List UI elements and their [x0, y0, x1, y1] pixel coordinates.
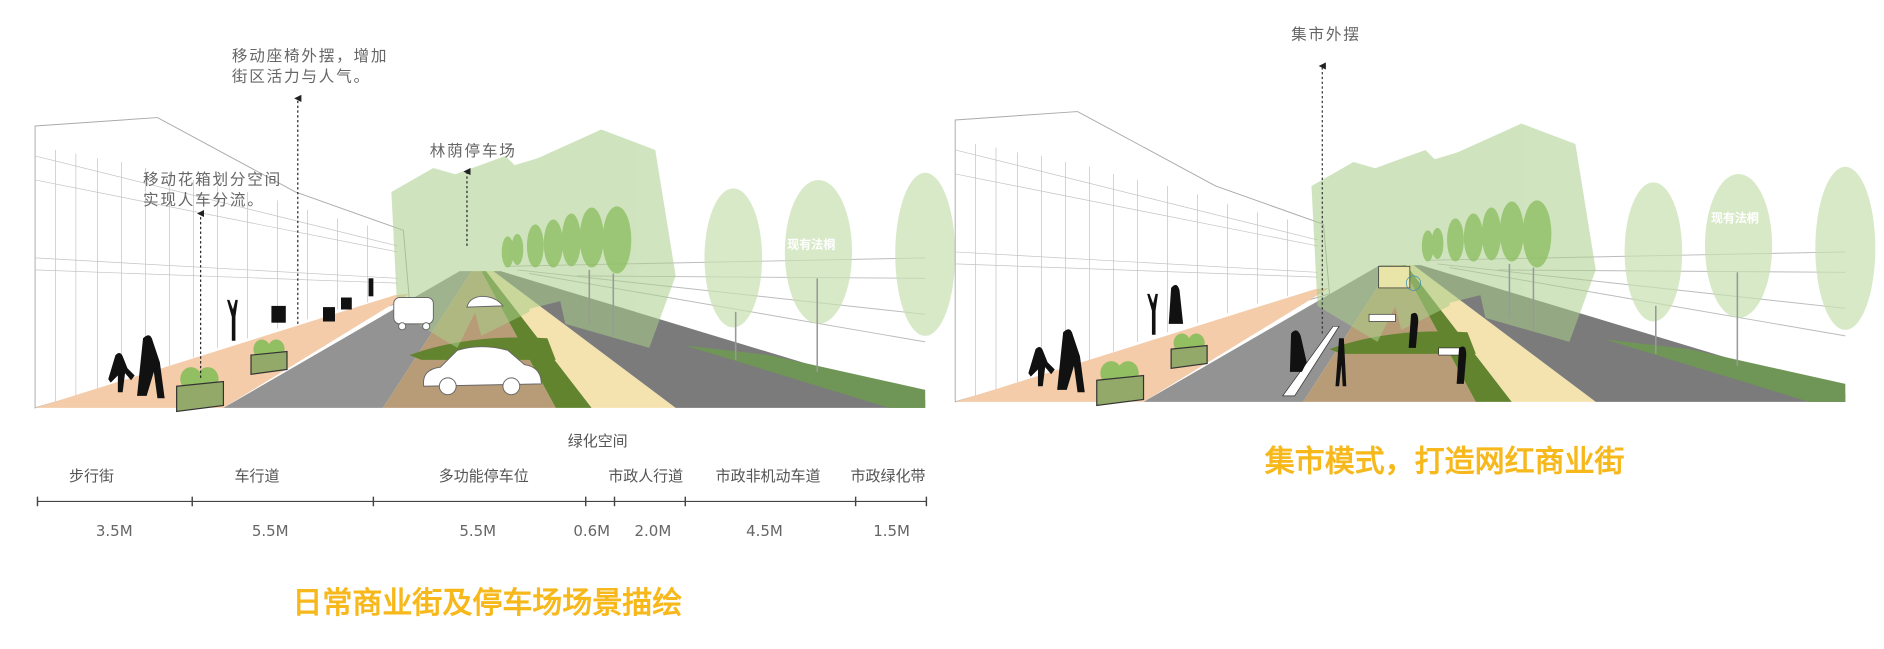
market-cart — [1378, 265, 1411, 289]
parked-car — [423, 346, 542, 396]
seating-annotation-line1: 移动座椅外摆，增加 — [232, 47, 388, 65]
section-width: 0.6M — [573, 522, 610, 540]
tree-label: 现有法桐 — [787, 236, 835, 251]
market-annotation: 集市外摆 — [1291, 26, 1361, 44]
section-width: 2.0M — [635, 522, 672, 540]
shade-parking-annotation: 林荫停车场 — [430, 142, 517, 160]
section-label: 市政绿化带 — [851, 467, 926, 485]
market-table — [1281, 325, 1340, 397]
parked-car — [393, 295, 504, 331]
section-label: 步行街 — [69, 467, 114, 485]
daily-street-scene: 现有法桐 移动座椅外摆，增加 街区活力与人气。 移动花箱划分空间 实现人车分流。… — [34, 47, 956, 621]
tree-label: 现有法桐 — [1711, 210, 1759, 225]
section-width: 5.5M — [459, 522, 496, 540]
cart-wheel — [1405, 275, 1422, 291]
planter-annotation-line1: 移动花箱划分空间 — [143, 171, 282, 189]
outdoor-seating — [271, 278, 374, 323]
section-width: 3.5M — [96, 522, 133, 540]
planter-annotation-line2: 实现人车分流。 — [143, 191, 265, 209]
section-width: 4.5M — [746, 522, 783, 540]
market-table — [1368, 313, 1396, 322]
left-scene-title: 日常商业街及停车场场景描绘 — [292, 586, 682, 621]
section-label: 车行道 — [235, 467, 280, 485]
market-silhouettes — [1168, 284, 1467, 387]
section-width: 1.5M — [873, 522, 910, 540]
greening-space-label: 绿化空间 — [568, 432, 628, 450]
seating-annotation-line2: 街区活力与人气。 — [232, 68, 371, 86]
market-street-scene: 现有法桐 集市外摆 集市模式，打造网红商业街 — [954, 26, 1877, 479]
right-scene-title: 集市模式，打造网红商业街 — [1264, 444, 1625, 479]
section-label: 市政非机动车道 — [716, 467, 821, 485]
market-stalls — [1281, 265, 1466, 397]
section-label: 市政人行道 — [608, 467, 683, 485]
section-label: 多功能停车位 — [439, 467, 529, 485]
section-dimension-bar: 绿化空间 步行街 车行道 多功能停车位 市政人行道 市政非机动车道 市政绿化带 … — [36, 432, 928, 540]
section-width: 5.5M — [252, 522, 289, 540]
